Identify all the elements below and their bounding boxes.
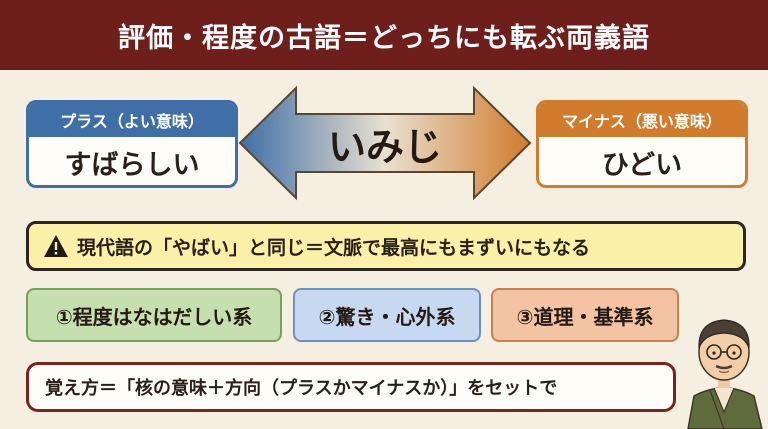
minus-card: マイナス（悪い意味） ひどい bbox=[536, 100, 748, 188]
warning-banner: 現代語の「やばい」と同じ＝文脈で最高にもまずいにもなる bbox=[26, 221, 746, 271]
teacher-illustration bbox=[687, 319, 763, 429]
plus-card: プラス（よい意味） すばらしい bbox=[26, 100, 238, 188]
double-arrow-icon bbox=[238, 85, 532, 201]
double-arrow: いみじ bbox=[238, 84, 532, 202]
plus-card-label: プラス（よい意味） bbox=[29, 103, 235, 137]
warning-text: 現代語の「やばい」と同じ＝文脈で最高にもまずいにもなる bbox=[77, 236, 591, 259]
minus-card-label: マイナス（悪い意味） bbox=[539, 103, 745, 137]
header-bar: 評価・程度の古語＝どっちにも転ぶ両義語 bbox=[0, 0, 768, 70]
memo-text: 覚え方＝「核の意味＋方向（プラスかマイナスか）」をセットで bbox=[45, 378, 558, 399]
page-title: 評価・程度の古語＝どっちにも転ぶ両義語 bbox=[118, 22, 650, 54]
minus-card-word: ひどい bbox=[601, 149, 683, 181]
category-surprise: ②驚き・心外系 bbox=[293, 288, 481, 342]
plus-card-word: すばらしい bbox=[64, 149, 200, 181]
memo-box: 覚え方＝「核の意味＋方向（プラスかマイナスか）」をセットで bbox=[26, 362, 676, 412]
category-reason: ③道理・基準系 bbox=[491, 288, 679, 342]
category-degree: ①程度はなはだしい系 bbox=[26, 288, 282, 342]
center-word: いみじ bbox=[327, 124, 442, 169]
warning-icon bbox=[44, 235, 68, 257]
